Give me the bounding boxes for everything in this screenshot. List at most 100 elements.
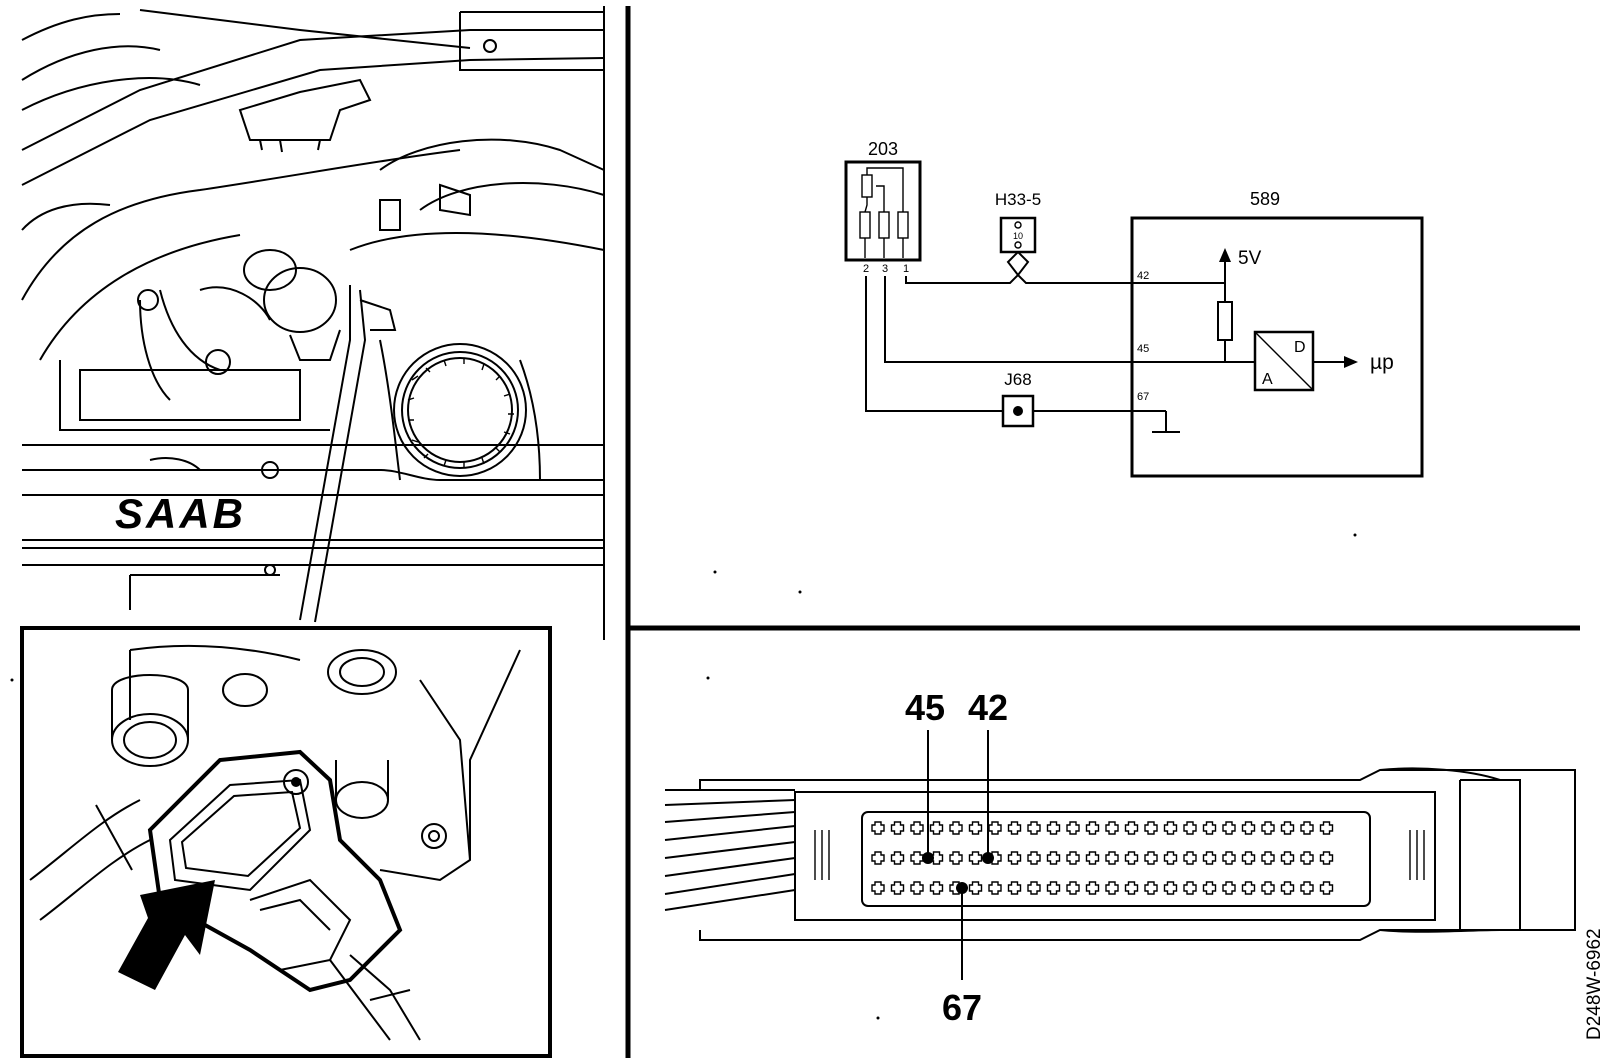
- intake-top: [379, 138, 605, 171]
- sensor-internal-wires: [864, 167, 904, 258]
- location-arrow-icon: [118, 880, 215, 990]
- connector-pin: [1261, 851, 1275, 865]
- belt-right: [519, 359, 541, 481]
- output-arrow-icon: [1344, 356, 1358, 368]
- connector-pin: [1163, 851, 1178, 865]
- ground-wire-67: [865, 276, 1166, 412]
- inset-cylinders: [111, 649, 397, 819]
- connector-pin: [1085, 851, 1100, 865]
- manifold-curve-1: [21, 149, 461, 301]
- connector-body: [794, 791, 1436, 921]
- speck: [10, 678, 14, 682]
- cylinder-4-top: [222, 673, 268, 707]
- pin-grid: [871, 821, 1334, 895]
- wire-8: [664, 889, 796, 911]
- hose-clamp: [95, 804, 133, 871]
- sensor-housing: [147, 749, 403, 993]
- inset-bolt-center: [428, 830, 440, 842]
- panel-dividers: [625, 6, 1580, 1058]
- pin-67-marker: [956, 882, 968, 894]
- connector-latch-curve: [1379, 767, 1501, 933]
- connector-pin: [1319, 851, 1334, 865]
- pointer-line-2: [314, 289, 367, 623]
- connector-pin: [1085, 881, 1100, 895]
- valve-body: [263, 267, 337, 333]
- manifold-curve-3: [21, 202, 111, 231]
- connector-pin: [910, 881, 924, 895]
- inset-bolt: [421, 823, 447, 849]
- connector-pin: [1183, 881, 1197, 895]
- inset-bg-edge: [469, 649, 521, 860]
- connector-id-label: H33-5: [995, 190, 1041, 209]
- connector-pin: [1066, 821, 1080, 835]
- sensor-resistor-2: [878, 211, 890, 239]
- connector-pin: [1007, 881, 1022, 895]
- wiring-schematic: 203 2 3 1 H33-5 10 589 42 45 67 5V: [844, 139, 1424, 478]
- speck: [798, 590, 802, 594]
- sensor-resistor-1: [859, 211, 871, 239]
- ground-symbol-icon: [1152, 411, 1180, 433]
- adc-label-d: D: [1294, 339, 1306, 356]
- sensor-pin-3: 3: [882, 263, 888, 275]
- sensor-clip: [359, 299, 397, 331]
- connector-pin: [1046, 881, 1061, 895]
- speck: [876, 1016, 880, 1020]
- connector-pin: [1319, 881, 1334, 895]
- sensor-mount-bolt: [283, 769, 309, 795]
- connector-pin: [1300, 851, 1314, 865]
- hose-fitting-2: [205, 349, 231, 375]
- sweep-2: [21, 45, 161, 81]
- block-bolt-2: [261, 461, 279, 479]
- connector-pin: [1105, 851, 1119, 865]
- connector-pin: [1261, 821, 1275, 835]
- block-bolt: [264, 564, 276, 576]
- cylinder-1-body: [111, 674, 189, 740]
- callout-pin-45: 45: [905, 687, 945, 728]
- pulley-hub: [407, 357, 513, 463]
- connector-pin: [1241, 881, 1256, 895]
- connector-pin: [1027, 881, 1041, 895]
- bracket-hole: [483, 39, 497, 53]
- connector-pin: [1144, 851, 1158, 865]
- clip-tabs: [259, 139, 321, 153]
- sensor-pin-1: 1: [903, 263, 909, 275]
- connector-pin-bottom: [1014, 241, 1022, 249]
- sensor-pin-2: 2: [863, 263, 869, 275]
- connector-pin: [1007, 851, 1022, 865]
- pulley-outer: [393, 343, 527, 477]
- hose-upper: [29, 799, 141, 881]
- connector-pin: [1222, 851, 1236, 865]
- ecu-pin-45: 45: [1137, 343, 1149, 355]
- cylinder-2-top: [327, 649, 397, 695]
- pin-field: [861, 811, 1371, 907]
- pulley-inner: [401, 351, 519, 469]
- wire-4: [664, 825, 796, 841]
- speck: [1353, 533, 1357, 537]
- pressure-sensor: [147, 749, 421, 1041]
- connector-pin: [1202, 851, 1217, 865]
- hose-1: [139, 299, 171, 401]
- intake-mid: [419, 182, 605, 211]
- figure-id: D248W-6962: [1584, 928, 1605, 1040]
- connector-pin: [1105, 821, 1119, 835]
- connector-pin: [1007, 821, 1022, 835]
- sensor-cable-tie: [369, 989, 411, 1001]
- hood-line-2: [21, 57, 605, 186]
- wire-5: [664, 841, 796, 859]
- pipe-1: [199, 286, 271, 321]
- connector-bridge: [1006, 251, 1030, 277]
- intake-low: [349, 232, 605, 251]
- connector-ribs: [814, 830, 1425, 880]
- scan-specks: [10, 533, 1357, 1020]
- connector-pin: [1300, 881, 1314, 895]
- small-block: [439, 183, 471, 217]
- sensor-resistor-3: [897, 211, 909, 239]
- hood-line-1: [21, 29, 604, 151]
- connector-pin: [968, 881, 983, 895]
- pullup-resistor: [1217, 301, 1233, 341]
- connector-pin-top: [1014, 221, 1022, 229]
- hose-fitting-1: [137, 289, 159, 311]
- hose-2: [159, 289, 221, 371]
